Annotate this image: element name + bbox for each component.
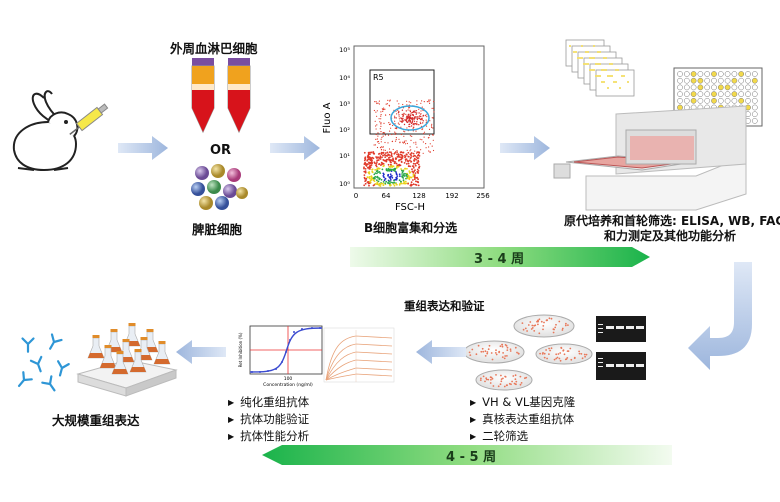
bullet-item: 真核表达重组抗体: [470, 411, 575, 428]
y-tick: 10³: [339, 100, 350, 108]
plate-reader-icon: [553, 39, 763, 211]
arrow-left-icon: [416, 340, 466, 364]
shaker-flasks-icon: [76, 323, 178, 397]
petri-dishes-icon: [464, 314, 593, 391]
blood-tubes-icon: [191, 58, 251, 134]
bcell-label: B细胞富集和分选: [364, 221, 458, 235]
flow-cytometry-plot: Fluo A 10⁵ 10⁴ 10³ 10² 10¹ 10⁰ 0 64 128 …: [322, 45, 490, 212]
x-tick: 192: [445, 192, 458, 200]
y-axis-label: Fluo A: [322, 102, 333, 133]
x-tick: 256: [476, 192, 490, 200]
x-tick: 128: [412, 192, 425, 200]
y-tick: 10⁴: [339, 74, 350, 82]
y-tick: 10¹: [339, 152, 350, 160]
bullet-item: 抗体性能分析: [228, 428, 309, 445]
arrow-right-icon: [118, 136, 168, 160]
x-axis-label: FSC-H: [395, 202, 425, 212]
or-label: OR: [210, 143, 232, 158]
large-scale-label: 大规模重组表达: [52, 413, 140, 428]
y-tick: 10⁰: [339, 180, 350, 188]
screen-label-line2: 和力测定及其他功能分析: [604, 229, 737, 243]
x-axis-label: Concentration (ng/ml): [263, 382, 313, 388]
rabbit-icon: [12, 90, 109, 171]
right-bullets: VH & VL基因克隆 真核表达重组抗体 二轮筛选: [470, 394, 575, 445]
pbmc-label: 外周血淋巴细胞: [170, 41, 258, 56]
antibodies-icon: [17, 333, 70, 392]
gel-image: [596, 316, 646, 380]
gate-ellipse: [390, 105, 430, 131]
x-tick: 64: [382, 192, 391, 200]
screen-label-line1: 原代培养和首轮筛选: ELISA, WB, FACS 亲: [564, 214, 780, 228]
binding-curves-plot: [323, 327, 395, 383]
spleen-cells-icon: [191, 164, 248, 210]
bullet-item: 纯化重组抗体: [228, 394, 309, 411]
arrow-right-icon: [500, 136, 550, 160]
y-tick: 10⁵: [339, 46, 350, 54]
recomb-title: 重组表达和验证: [404, 299, 485, 313]
x-tick: 100: [284, 376, 293, 382]
timeline-label-top: 3 - 4 周: [474, 252, 525, 267]
timeline-bar-top: 3 - 4 周: [350, 244, 650, 270]
y-tick: 10²: [339, 126, 350, 134]
timeline-bar-bottom: 4 - 5 周: [262, 442, 672, 468]
inhibition-curve-plot: Ret Inhibition (%) 100 Concentration (ng…: [238, 325, 323, 388]
bullet-item: VH & VL基因克隆: [470, 394, 575, 411]
y-axis-label: Ret Inhibition (%): [238, 332, 243, 367]
bullet-item: 二轮筛选: [470, 428, 575, 445]
curved-arrow-icon: [688, 262, 752, 370]
mid-bullets: 纯化重组抗体 抗体功能验证 抗体性能分析: [228, 394, 309, 445]
arrow-left-icon: [176, 340, 226, 364]
gate-label: R5: [373, 73, 384, 82]
spleen-label: 脾脏细胞: [192, 222, 243, 237]
x-tick: 0: [354, 192, 358, 200]
bullet-item: 抗体功能验证: [228, 411, 309, 428]
arrow-right-icon: [270, 136, 320, 160]
timeline-label-bottom: 4 - 5 周: [446, 450, 497, 465]
